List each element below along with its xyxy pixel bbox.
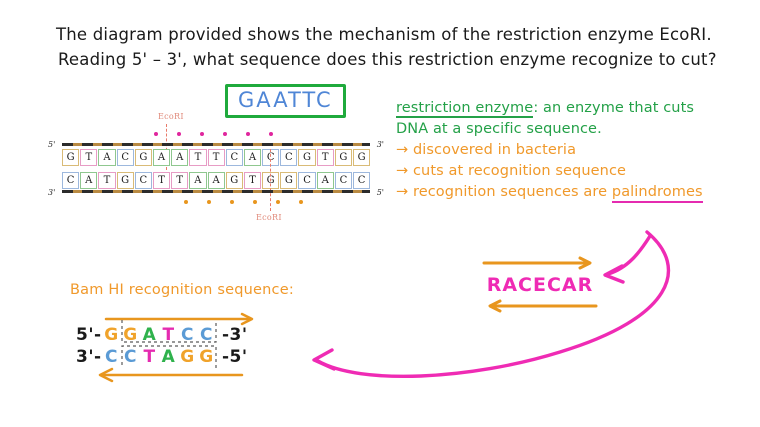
bamhi-bottom-5-prime: -5' [222,347,248,367]
marker-dot [276,200,280,204]
marker-dot [200,132,204,136]
dna-top-base: T [80,149,98,166]
bamhi-top-3-prime: -3' [222,325,248,345]
dna-top-base: T [189,149,207,166]
bamhi-title: Bam HI recognition sequence: [70,282,294,298]
bamhi-arrow-right-icon [104,312,254,326]
dna-bottom-base: T [243,172,262,189]
dna-bottom-base: T [171,172,189,189]
question-line-2: Reading 5' – 3', what sequence does this… [58,50,717,69]
note-palindromes-highlight: palindromes [611,184,703,203]
dna-top-base: C [116,149,134,166]
racecar-arrow-left-icon [488,299,598,313]
dna-bottom-base: A [189,172,207,189]
top-strand-5-prime-label: 5' [48,140,56,149]
bottom-strand-3-prime-label: 3' [48,188,56,197]
dna-top-base: T [207,149,225,166]
dna-bottom-base: T [98,172,116,189]
dna-bottom-base: C [134,172,152,189]
dna-top-base: C [280,149,298,166]
dna-bottom-base: G [225,172,243,189]
dna-backbone-bottom [62,190,370,193]
bamhi-top-5-prime: 5'- [76,325,102,345]
dna-bottom-base: C [353,172,371,189]
question-line-1: The diagram provided shows the mechanism… [56,25,712,44]
dna-bottom-base: C [298,172,316,189]
dna-top-base: G [62,149,80,166]
ecori-label-top: EcoRI [158,112,184,121]
answer-box[interactable]: GAATTC [225,84,346,118]
dna-backbone-top [62,143,370,146]
note-definition-rest: : an enzyme that cuts [533,100,695,116]
dna-bottom-base: T [152,172,171,189]
notes-block: restriction enzyme: an enzyme that cuts … [396,98,756,203]
marker-dot [207,200,211,204]
note-definition-line-2: DNA at a specific sequence. [396,121,602,137]
marker-dot [184,200,188,204]
note-bullet-3-text: recognition sequences are [412,184,612,200]
note-bullet-2-text: cuts at recognition sequence [412,163,627,179]
ecori-label-bottom: EcoRI [256,213,282,222]
marker-dot [246,132,250,136]
note-bullet-1: → discovered in bacteria [396,140,756,161]
bottom-strand-5-prime-label: 5' [376,188,384,197]
bamhi-arrow-left-icon [98,367,244,383]
marker-dot [253,200,257,204]
dna-bottom-base: A [207,172,225,189]
note-bullet-2: → cuts at recognition sequence [396,161,756,182]
marker-dot [269,132,273,136]
dna-top-base: A [152,149,171,166]
dna-bottom-base: A [316,172,334,189]
marker-dot [230,200,234,204]
methylation-dots-top [48,132,384,138]
top-strand-3-prime-label: 3' [376,140,384,149]
dna-bottom-base: C [62,172,80,189]
dna-top-base: G [353,149,371,166]
methylation-dots-bottom [48,200,384,206]
marker-dot [154,132,158,136]
bamhi-bottom-3-prime: 3'- [76,347,102,367]
note-term: restriction enzyme [396,100,534,118]
question-text: The diagram provided shows the mechanism… [56,22,728,72]
dna-top-base: G [298,149,316,166]
racecar-word: RACECAR [486,274,594,296]
marker-dot [177,132,181,136]
dna-top-base: G [134,149,152,166]
arrow-glyph: → [396,184,409,200]
dna-bottom-base: G [116,172,134,189]
note-definition-line-1: restriction enzyme: an enzyme that cuts [396,98,756,119]
dna-top-base: C [225,149,243,166]
racecar-arrow-right-icon [482,256,592,270]
marker-dot [299,200,303,204]
dna-bottom-base: A [80,172,98,189]
note-bullet-3: → recognition sequences are palindromes [396,182,756,203]
dna-top-base: G [334,149,352,166]
dna-bottom-base: C [334,172,352,189]
note-bullet-1-text: discovered in bacteria [412,142,577,158]
dna-top-base: T [316,149,334,166]
arrow-glyph: → [396,163,409,179]
arrow-glyph: → [396,142,409,158]
cut-line-top [166,124,167,170]
bamhi-bottom-base: C [105,347,118,367]
dna-bottom-base: G [280,172,298,189]
dna-top-base: A [171,149,189,166]
dna-top-base: A [243,149,262,166]
answer-text: GAATTC [238,88,333,112]
bamhi-top-base: G [104,325,119,345]
racecar-example: RACECAR [480,254,600,316]
dna-top-base: A [98,149,116,166]
marker-dot [223,132,227,136]
cut-line-bottom [270,149,271,211]
